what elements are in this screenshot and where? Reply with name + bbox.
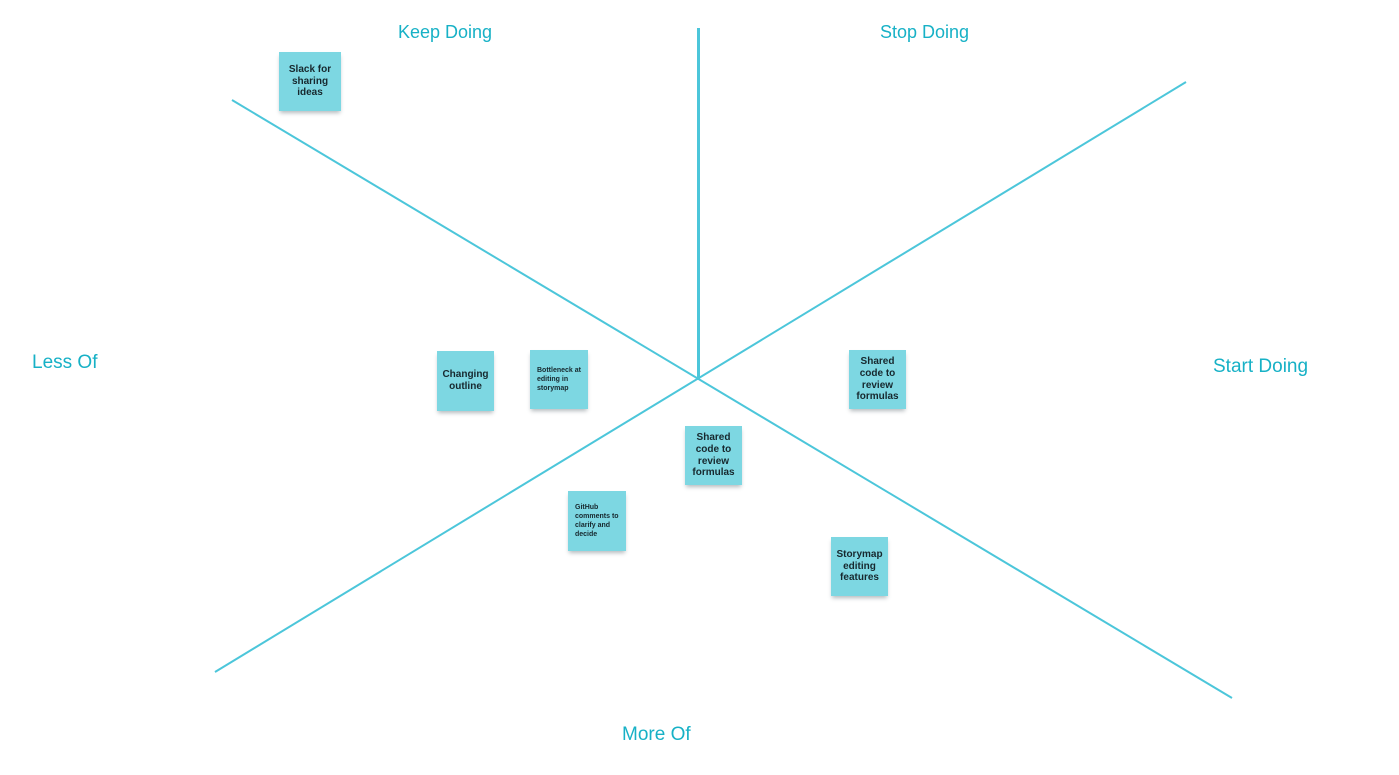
sticky-note-text: Bottleneck at editing in storymap bbox=[537, 366, 581, 393]
sticky-note-storymap-editing-features[interactable]: Storymap editing features bbox=[831, 537, 888, 596]
sticky-note-text: Shared code to review formulas bbox=[692, 431, 735, 479]
sticky-note-text: Shared code to review formulas bbox=[856, 355, 899, 403]
sticky-note-shared-code-right[interactable]: Shared code to review formulas bbox=[849, 350, 906, 409]
diagonal-line-bottomleft-topright[interactable] bbox=[214, 81, 1187, 673]
sticky-note-changing-outline[interactable]: Changing outline bbox=[437, 351, 494, 411]
sticky-note-text: Slack for sharing ideas bbox=[288, 63, 332, 99]
diagonal-line-topleft-bottomright[interactable] bbox=[231, 99, 1233, 699]
sticky-note-bottleneck-at-editing[interactable]: Bottleneck at editing in storymap bbox=[530, 350, 588, 409]
sticky-note-text: Storymap editing features bbox=[836, 548, 883, 584]
label-start-doing[interactable]: Start Doing bbox=[1213, 356, 1309, 377]
sticky-note-text: Changing outline bbox=[442, 369, 489, 392]
sticky-note-text: GitHub comments to clarify and decide bbox=[575, 503, 619, 539]
label-stop-doing[interactable]: Stop Doing bbox=[880, 22, 970, 42]
sticky-note-slack-for-sharing-ideas[interactable]: Slack for sharing ideas bbox=[279, 52, 341, 111]
label-keep-doing[interactable]: Keep Doing bbox=[398, 22, 493, 42]
sticky-note-github-comments[interactable]: GitHub comments to clarify and decide bbox=[568, 491, 626, 551]
sticky-note-shared-code-center[interactable]: Shared code to review formulas bbox=[685, 426, 742, 485]
label-less-of[interactable]: Less Of bbox=[32, 352, 98, 373]
label-more-of[interactable]: More Of bbox=[622, 724, 691, 745]
